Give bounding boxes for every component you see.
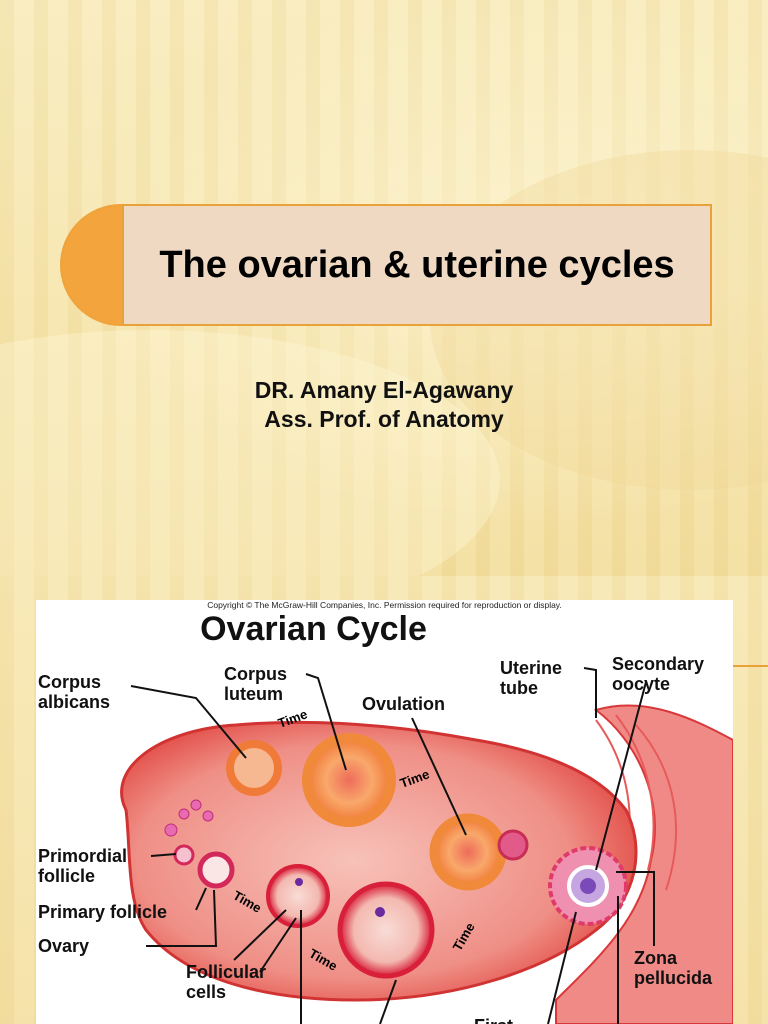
label-uterine-tube: Uterine tube [500, 658, 562, 698]
author-name: DR. Amany El-Agawany [254, 377, 514, 403]
uterine-tube-shape [555, 704, 733, 1024]
label-corpus-albicans: Corpus albicans [38, 672, 110, 712]
ruptured-follicle [429, 813, 507, 891]
ovarian-cycle-slide: Copyright © The McGraw-Hill Companies, I… [0, 576, 768, 1024]
vesicular-follicle [337, 881, 435, 979]
label-follicular-cells: Follicular cells [186, 962, 266, 1002]
label-line: Corpus [224, 664, 287, 684]
label-line: Uterine [500, 658, 563, 678]
oocyte-nucleus [580, 878, 596, 894]
slide-title: The ovarian & uterine cycles [159, 244, 675, 286]
accent-line [733, 665, 768, 667]
primary-follicle [173, 844, 195, 866]
leader-lines [130, 667, 655, 1024]
author-position: Ass. Prof. of Anatomy [264, 406, 504, 432]
label-first: First [474, 1016, 513, 1024]
label-line: Secondary [612, 654, 705, 674]
primary-follicle-large [197, 851, 235, 889]
copyright-notice: Copyright © The McGraw-Hill Companies, I… [207, 600, 562, 610]
ovarian-cycle-figure: Copyright © The McGraw-Hill Companies, I… [36, 600, 733, 1024]
primordial-follicle [202, 810, 214, 822]
background-swirl [0, 330, 500, 576]
title-box: The ovarian & uterine cycles [122, 204, 712, 326]
label-line: oocyte [612, 674, 671, 694]
corpus-luteum [302, 733, 396, 827]
label-ovary: Ovary [38, 936, 90, 956]
released-oocyte [497, 829, 529, 861]
label-line: Zona [634, 948, 677, 968]
label-secondary-oocyte: Secondary oocyte [612, 654, 704, 694]
vesicular-oocyte [375, 907, 385, 917]
primordial-follicle [190, 799, 202, 811]
label-line: albicans [38, 692, 111, 712]
label-line: tube [500, 678, 538, 698]
label-line: Corpus [38, 672, 101, 692]
title-slide: The ovarian & uterine cycles DR. Amany E… [0, 0, 768, 576]
label-ovulation: Ovulation [362, 694, 446, 714]
label-line: Primordial [38, 846, 128, 866]
label-primordial-follicle: Primordial follicle [38, 846, 127, 886]
label-zona-pellucida: Zona pellucida [634, 948, 712, 988]
label-line: pellucida [634, 968, 713, 988]
corpus-albicans [226, 740, 282, 796]
label-line: cells [186, 982, 227, 1002]
figure-title: Ovarian Cycle [200, 610, 427, 648]
label-primary-follicle: Primary follicle [38, 902, 168, 922]
secondary-follicle [266, 864, 330, 928]
follicle-oocyte [295, 878, 303, 886]
title-tab-accent-inner [62, 206, 122, 324]
primordial-follicle [164, 823, 178, 837]
ovary-illustration: Time Time Time Time Time [120, 667, 733, 1024]
label-line: Follicular [186, 962, 267, 982]
primordial-follicle [178, 808, 190, 820]
label-line: follicle [38, 866, 96, 886]
subtitle: DR. Amany El-Agawany Ass. Prof. of Anato… [0, 376, 768, 434]
label-corpus-luteum: Corpus luteum [224, 664, 287, 704]
label-line: luteum [224, 684, 284, 704]
